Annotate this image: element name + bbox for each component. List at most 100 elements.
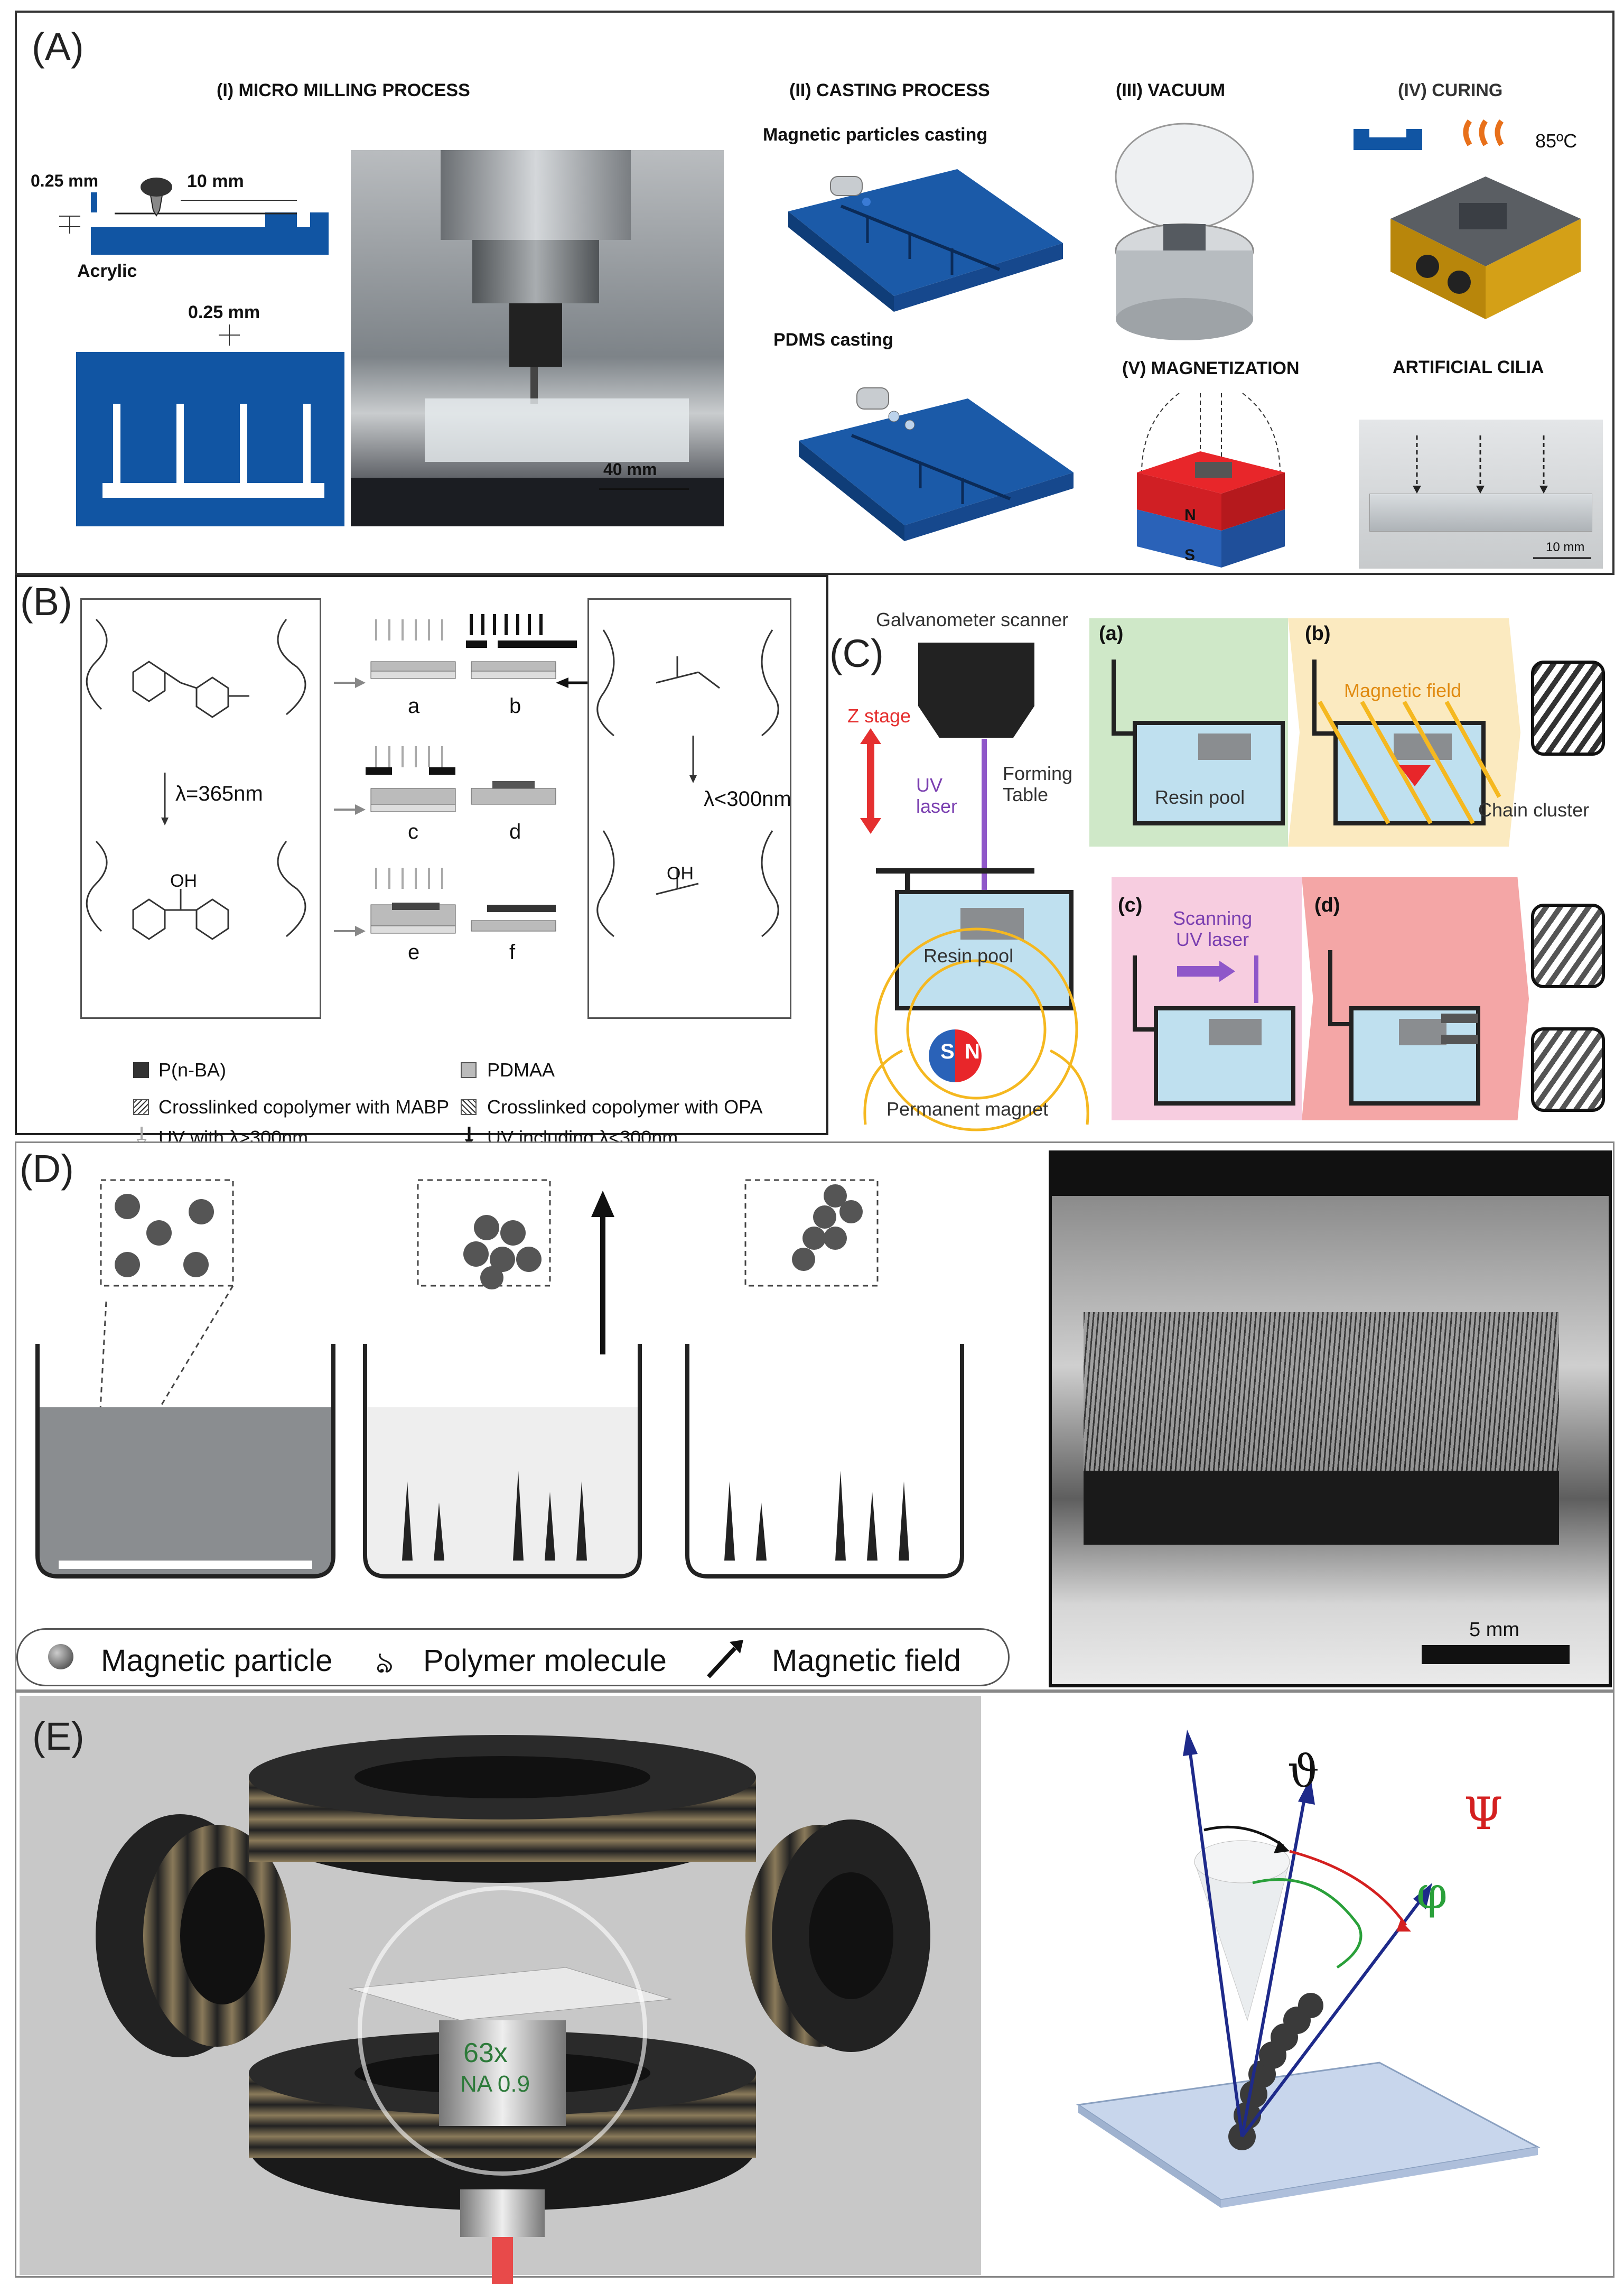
- panel-d: (D) Magnetic particle ঌ Polymer molecule…: [15, 1141, 1614, 1691]
- galvo-scanner: [918, 643, 1034, 738]
- legend-opa-swatch: [461, 1099, 477, 1115]
- lambda-right-label: λ<300nm: [704, 787, 791, 811]
- panel-b-label: (B): [20, 580, 72, 624]
- legend-polymer-icon: ঌ: [376, 1646, 394, 1679]
- carpet-scale-label: 5 mm: [1469, 1619, 1519, 1641]
- panel-e-label: (E): [32, 1714, 85, 1758]
- panel-a-label: (A): [32, 25, 84, 69]
- casting-magnetic-label: Magnetic particles casting: [763, 125, 988, 145]
- uv-beam: [982, 739, 987, 908]
- oh-left-label: OH: [170, 871, 197, 891]
- sub-b-diagram: [1312, 660, 1501, 825]
- step-b-label: b: [509, 694, 521, 718]
- step-c-label: c: [408, 820, 418, 843]
- uv-laser-label: UV laser: [916, 774, 958, 817]
- milling-cross-section: [59, 178, 329, 255]
- casting-title: (II) CASTING PROCESS: [789, 80, 990, 100]
- objective-na-label: NA 0.9: [460, 2071, 530, 2097]
- phi-label: φ: [1416, 1867, 1448, 1919]
- panel-b-right-box: [587, 598, 791, 1019]
- milling-gap-label: 0.25 mm: [188, 302, 260, 322]
- curing-temp-label: 85ºC: [1535, 130, 1578, 152]
- chain-cluster-zoom-1: [1531, 661, 1605, 756]
- step-d-label: d: [509, 820, 521, 843]
- lambda-left-arrow: [161, 773, 169, 825]
- legend-mabp-label: Crosslinked copolymer with MABP: [158, 1096, 450, 1118]
- cilia-carpet-photo: 5 mm: [1049, 1150, 1612, 1687]
- beaker-1: [35, 1179, 335, 1579]
- beaker-2: [363, 1179, 642, 1579]
- chain-cluster-label: Chain cluster: [1478, 799, 1590, 821]
- legend-pnba-label: P(n-BA): [158, 1059, 227, 1081]
- psi-label: Ψ: [1464, 1788, 1503, 1840]
- magnet-south-label: S: [1184, 546, 1196, 564]
- vacuum-title: (III) VACUUM: [1116, 80, 1226, 100]
- zstage-label: Z stage: [847, 705, 911, 727]
- panel-b-right-arrow: [556, 677, 587, 688]
- cilia-title: ARTIFICIAL CILIA: [1393, 357, 1544, 377]
- molecule-right: [596, 629, 1153, 937]
- panel-c-label: (C): [829, 632, 884, 675]
- legend-opa-label: Crosslinked copolymer with OPA: [487, 1096, 763, 1118]
- cilia-arrows: [1413, 435, 1591, 559]
- beaker-3: [685, 1179, 964, 1579]
- lambda-left-label: λ=365nm: [175, 782, 263, 805]
- panel-b-steps: [334, 614, 577, 936]
- curing-title: (IV) CURING: [1398, 80, 1503, 100]
- legend-polymer-label: Polymer molecule: [423, 1644, 667, 1678]
- panel-b-left-box: [80, 598, 321, 1019]
- milling-title: (I) MICRO MILLING PROCESS: [217, 80, 470, 100]
- milling-top-view: [76, 324, 344, 526]
- legend-field-icon: [707, 1640, 743, 1678]
- legend-pdmaa-label: PDMAA: [487, 1059, 555, 1081]
- magnetization-title: (V) MAGNETIZATION: [1122, 358, 1300, 378]
- sub-a-diagram: [1112, 660, 1285, 825]
- panel-d-legend: [16, 1628, 1010, 1686]
- oh-right-label: OH: [667, 864, 694, 884]
- forming-table-label: Forming Table: [1003, 763, 1073, 805]
- molecule-left-top: [86, 618, 306, 718]
- legend-particle-icon: [48, 1644, 73, 1669]
- casting-pdms-diagram: [799, 387, 1074, 541]
- sub-a-label: (a): [1099, 623, 1124, 645]
- casting-magnetic-diagram: [788, 169, 1063, 312]
- milling-material-label: Acrylic: [77, 261, 137, 281]
- objective-mag-label: 63x: [463, 2038, 508, 2068]
- casting-pdms-label: PDMS casting: [773, 330, 893, 350]
- cilia-photo: 10 mm: [1359, 420, 1603, 569]
- sub-c-label: (c): [1118, 894, 1143, 916]
- sub-d-diagram: [1328, 950, 1480, 1106]
- step-f-label: f: [509, 941, 516, 964]
- resin-setup: [863, 868, 1089, 1131]
- legend-pnba-swatch: [133, 1062, 149, 1078]
- milling-depth-label: 0.25 mm: [31, 171, 99, 190]
- panel-c: (C) Galvanometer scanner Z stage UV lase…: [828, 575, 1614, 1135]
- sub-b-label: (b): [1305, 623, 1331, 645]
- permanent-magnet-label: Permanent magnet: [886, 1098, 1049, 1120]
- legend-pdmaa-swatch: [461, 1062, 477, 1078]
- sub-c-diagram: [1133, 955, 1295, 1106]
- step-a-label: a: [408, 694, 420, 718]
- milling-width-label: 10 mm: [187, 171, 244, 191]
- cilium-angle-diagram: [1076, 1730, 1541, 2208]
- sub-d-label: (d): [1314, 894, 1340, 916]
- theta-label: ϑ: [1287, 1746, 1320, 1797]
- resin-pool-label: Resin pool: [923, 945, 1014, 967]
- molecule-left-bottom: [86, 840, 306, 940]
- magnetization-diagram: [1137, 393, 1285, 568]
- legend-field-label: Magnetic field: [772, 1644, 961, 1678]
- panel-b: (B) λ=365nm OH: [15, 575, 1153, 1148]
- magnet-north-label: N: [1184, 506, 1196, 524]
- galvo-label: Galvanometer scanner: [876, 609, 1069, 630]
- chain-cluster-zoom-2: [1531, 904, 1605, 988]
- vacuum-chamber: [1115, 123, 1254, 340]
- legend-particle-label: Magnetic particle: [101, 1644, 333, 1678]
- panel-d-label: (D): [20, 1147, 74, 1191]
- magnetic-field-label: Magnetic field: [1344, 680, 1462, 701]
- magnet-n-label: N: [965, 1040, 980, 1063]
- magnet-s-label: S: [940, 1040, 955, 1063]
- step-e-label: e: [408, 941, 420, 964]
- milling-photo: 40 mm: [351, 150, 724, 526]
- milling-scale-label: 40 mm: [603, 460, 657, 479]
- sub-a-resin-label: Resin pool: [1155, 786, 1245, 808]
